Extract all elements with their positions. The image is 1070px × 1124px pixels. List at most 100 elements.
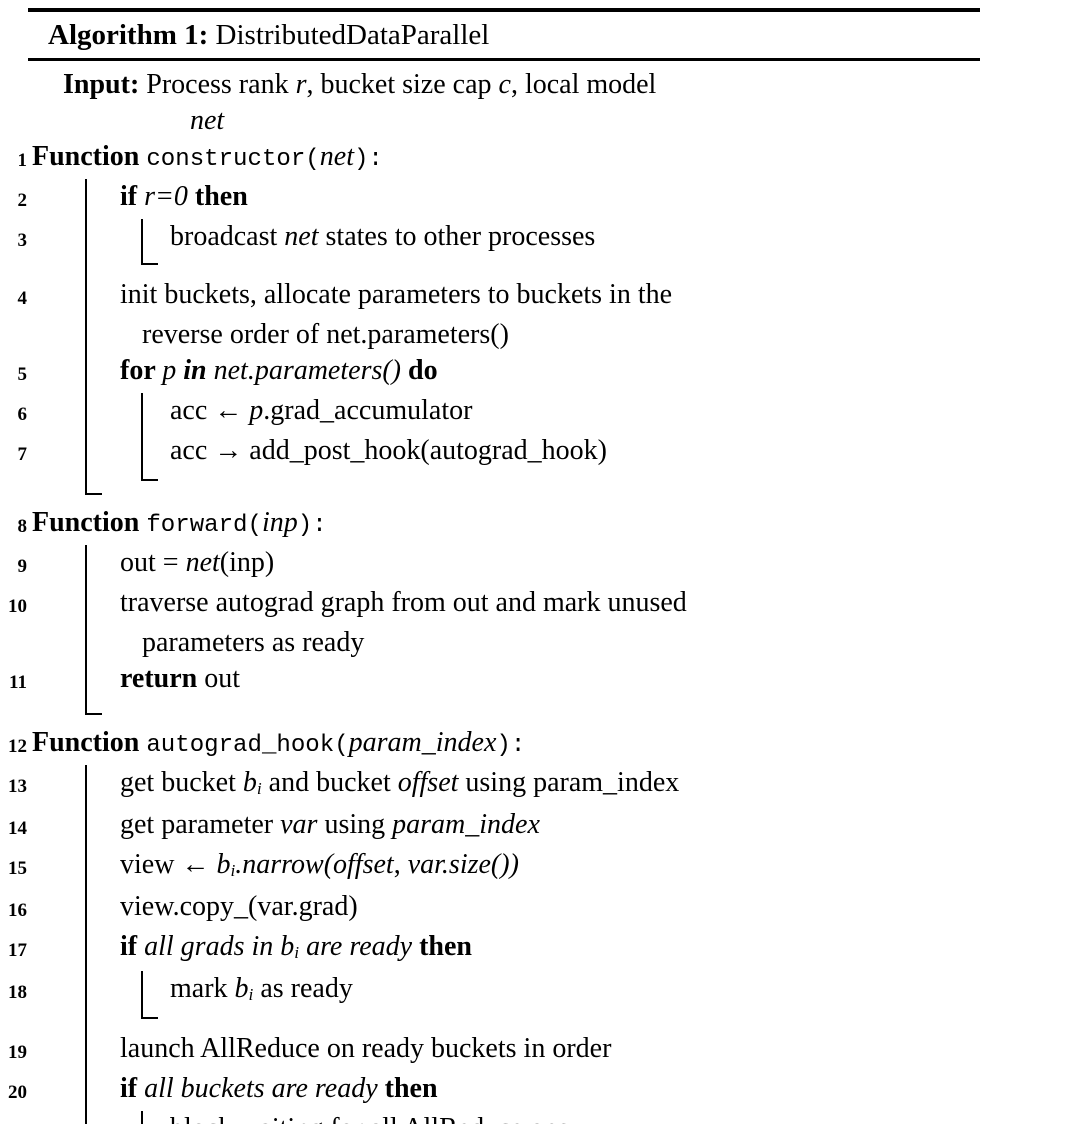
line-text: mark bi as ready (170, 972, 353, 1004)
line-number: 15 (8, 857, 27, 879)
line-text: init buckets, allocate parameters to buc… (120, 278, 673, 310)
algo-line: parameters as ready (0, 624, 1070, 661)
line-number: 17 (8, 939, 27, 961)
line-number: 2 (17, 189, 28, 211)
algo-line: 17 if all grads in bi are ready then (0, 928, 1070, 971)
algo-line: 4 init buckets, allocate parameters to bu… (0, 264, 1070, 317)
block-end-row (0, 700, 1070, 715)
block-end-row (0, 480, 1070, 495)
line-text: if all grads in bi are ready then (120, 930, 472, 962)
line-text: acc ← p.grad_accumulator (170, 394, 473, 426)
block-indent-line (85, 888, 87, 929)
block-indent-line (85, 584, 87, 625)
block-end-bracket (141, 970, 158, 1020)
algo-line: 19 launch AllReduce on ready buckets in o… (0, 1018, 1070, 1071)
block-indent-line (141, 392, 143, 433)
algo-line: 16 view.copy_(var.grad) (0, 888, 1070, 929)
algo-line: 9 out = net(inp) (0, 544, 1070, 585)
line-number: 7 (17, 443, 28, 465)
algo-line: 15 view ← bi.narrow(offset, var.size()) (0, 846, 1070, 889)
algo-line: reverse order of net.parameters() (0, 316, 1070, 353)
algo-line: 14 get parameter var using param_index (0, 806, 1070, 847)
algorithm-title: Algorithm 1: DistributedDataParallel (0, 12, 1070, 58)
block-indent-line (85, 432, 87, 481)
line-number: 21 (0, 1111, 32, 1124)
algo-line: 13 get bucket bi and bucket offset using … (0, 764, 1070, 807)
line-number: 11 (9, 671, 27, 693)
algo-line: 3 broadcast net states to other processes (0, 218, 1070, 265)
line-text: view.copy_(var.grad) (120, 890, 358, 922)
line-text (32, 701, 1070, 715)
block-indent-line (85, 660, 87, 701)
line-text (32, 481, 1070, 495)
block-end-bracket (141, 432, 158, 481)
block-end-bracket (141, 1110, 143, 1124)
algorithm-body: Input: Process rank r, bucket size cap c… (0, 61, 1070, 1124)
block-indent-line (85, 544, 87, 585)
line-number: 10 (8, 595, 27, 617)
line-number (0, 625, 32, 661)
algo-line: 21block waiting for all AllReduce ops (0, 1110, 1070, 1124)
line-number: 14 (8, 817, 27, 839)
block-indent-line (85, 316, 87, 353)
line-number: 4 (17, 287, 28, 309)
line-number: 1 (17, 149, 28, 171)
line-text: if r=0 then (120, 180, 248, 212)
algo-line: Input: Process rank r, bucket size cap c… (0, 67, 1070, 103)
line-text: acc → add_post_hook(autograd_hook) (170, 434, 607, 466)
algo-line: net (0, 103, 1070, 139)
line-number (0, 67, 32, 103)
block-indent-line (85, 846, 87, 889)
line-number (0, 317, 32, 353)
top-rule (28, 8, 980, 12)
line-number: 19 (8, 1041, 27, 1063)
block-indent-line (85, 264, 87, 317)
line-text: traverse autograd graph from out and mar… (120, 586, 687, 618)
line-number (0, 481, 32, 495)
line-text: out = net(inp) (120, 546, 275, 578)
line-number: 3 (17, 229, 28, 251)
line-text: view ← bi.narrow(offset, var.size()) (120, 848, 519, 880)
line-number: 20 (8, 1081, 27, 1103)
line-text: Function constructor(net): (32, 140, 383, 173)
block-end-bracket (85, 480, 102, 495)
block-indent-line (85, 624, 87, 661)
block-indent-line (85, 928, 87, 971)
block-indent-line (85, 392, 87, 433)
block-end-bracket (141, 218, 158, 265)
algo-line: 6 acc ← p.grad_accumulator (0, 392, 1070, 433)
line-number: 8 (17, 515, 28, 537)
line-number: 13 (8, 775, 27, 797)
block-indent-line (85, 352, 87, 393)
algo-line: 2 if r=0 then (0, 178, 1070, 219)
line-text: Input: Process rank r, bucket size cap c… (63, 68, 657, 100)
algo-line: 10 traverse autograd graph from out and m… (0, 584, 1070, 625)
line-number (0, 103, 32, 139)
block-indent-line (85, 1110, 87, 1124)
line-text: return out (120, 662, 241, 694)
line-number: 5 (17, 363, 28, 385)
line-text: Function forward(inp): (32, 506, 327, 539)
line-text: if all buckets are ready then (120, 1072, 438, 1104)
line-text: net (190, 104, 225, 136)
block-indent-line (85, 764, 87, 807)
line-number: 9 (17, 555, 28, 577)
line-text: get parameter var using param_index (120, 808, 540, 840)
line-text: launch AllReduce on ready buckets in ord… (120, 1032, 612, 1064)
line-text: Function autograd_hook(param_index): (32, 726, 526, 759)
algo-line: 11 return out (0, 660, 1070, 701)
line-text: parameters as ready (142, 626, 365, 658)
algo-line: 20 if all buckets are ready then (0, 1070, 1070, 1111)
block-indent-line (85, 1018, 87, 1071)
line-text: get bucket bi and bucket offset using pa… (120, 766, 680, 798)
block-indent-line (85, 970, 87, 1019)
line-number: 6 (17, 403, 28, 425)
block-indent-line (85, 806, 87, 847)
line-text: broadcast net states to other processes (170, 220, 596, 252)
line-number: 16 (8, 899, 27, 921)
